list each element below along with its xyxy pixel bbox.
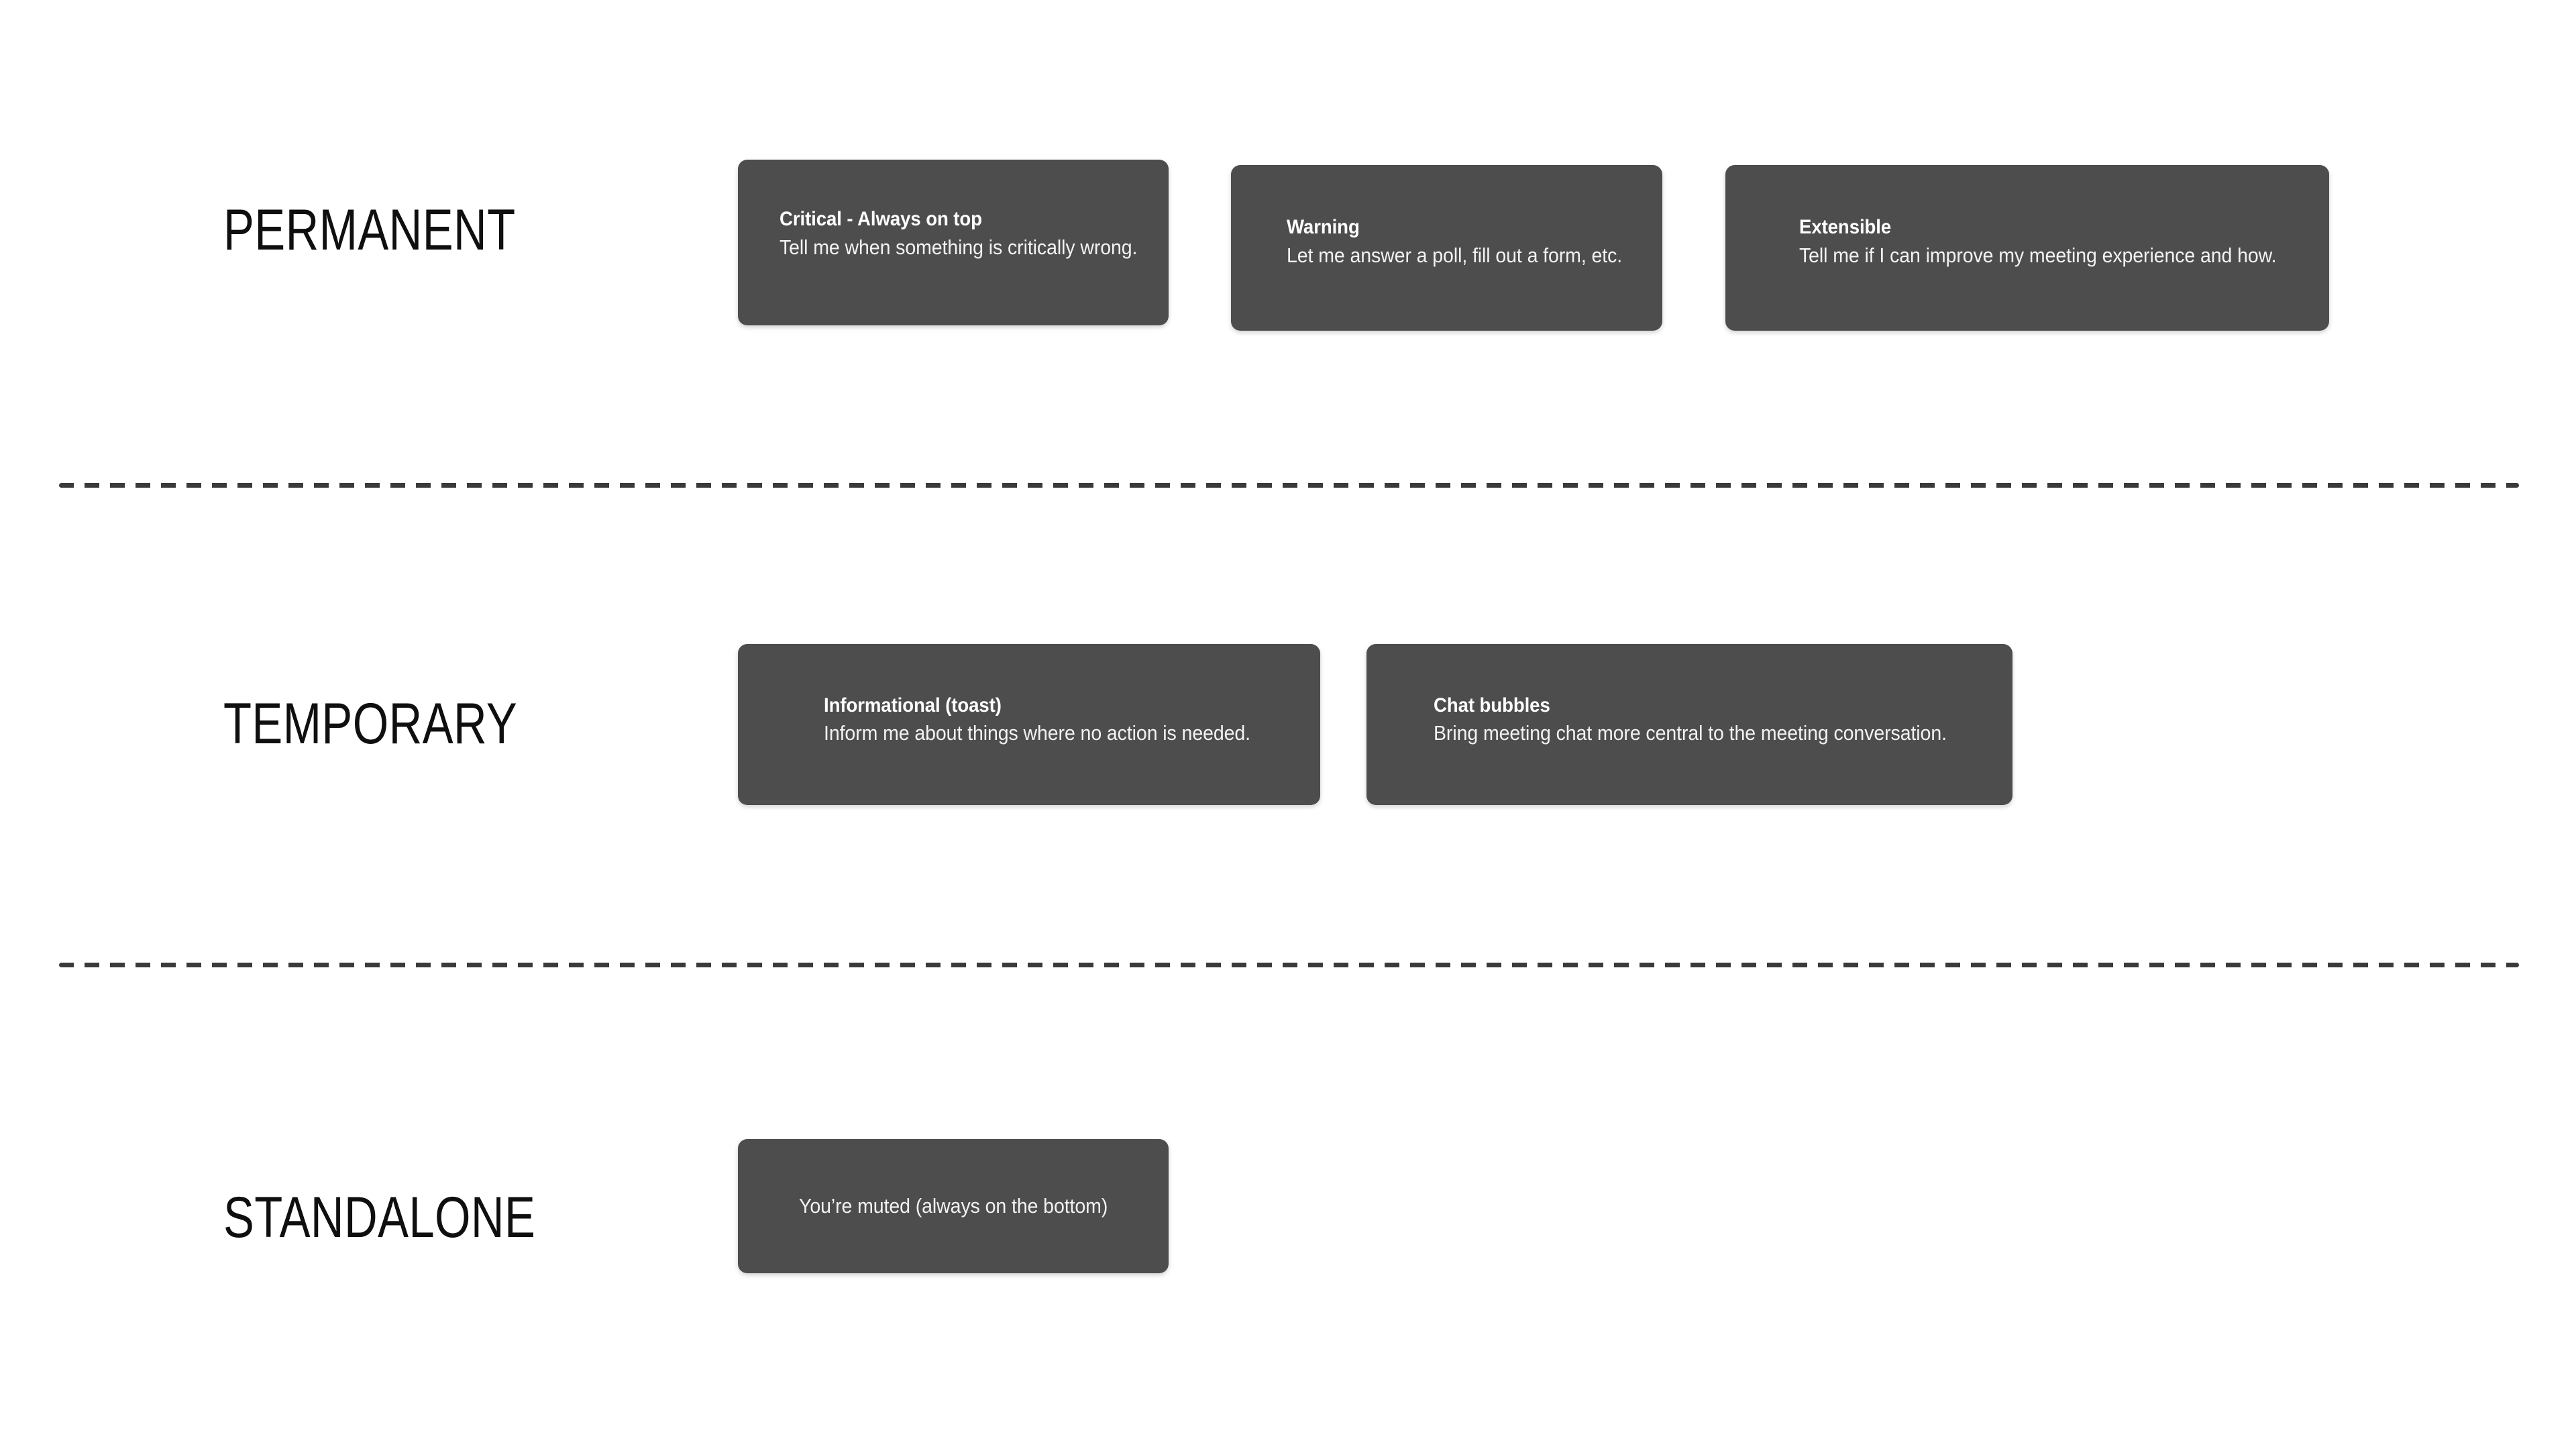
card-title: Informational (toast)	[824, 694, 1002, 716]
card-title: Chat bubbles	[1434, 694, 1550, 716]
card-warning[interactable]: Warning Let me answer a poll, fill out a…	[1231, 165, 1662, 331]
card-body: Critical - Always on top Tell me when so…	[738, 209, 1169, 259]
section-label-permanent: PERMANENT	[223, 198, 516, 262]
card-description: You’re muted (always on the bottom)	[798, 1193, 1108, 1218]
section-row-temporary: Informational (toast) Inform me about th…	[0, 644, 2576, 806]
card-body: Warning Let me answer a poll, fill out a…	[1231, 217, 1662, 267]
card-body: Informational (toast) Inform me about th…	[738, 695, 1320, 745]
section-label-standalone: STANDALONE	[223, 1185, 536, 1250]
section-label-temporary: TEMPORARY	[223, 692, 518, 756]
card-description: Inform me about things where no action i…	[824, 721, 1251, 745]
card-description: Tell me when something is critically wro…	[780, 235, 1138, 259]
section-divider-permanent-temporary	[59, 483, 2519, 488]
card-chat-bubbles[interactable]: Chat bubbles Bring meeting chat more cen…	[1366, 644, 2012, 805]
card-critical-always-on-top[interactable]: Critical - Always on top Tell me when so…	[738, 160, 1169, 325]
card-informational-toast[interactable]: Informational (toast) Inform me about th…	[738, 644, 1320, 805]
card-title: Critical - Always on top	[780, 208, 982, 231]
card-description: Tell me if I can improve my meeting expe…	[1799, 243, 2277, 267]
card-body: Extensible Tell me if I can improve my m…	[1725, 217, 2329, 267]
section-row-permanent: Critical - Always on top Tell me when so…	[0, 160, 2576, 331]
card-title: Extensible	[1799, 216, 1892, 239]
card-title: Warning	[1287, 216, 1360, 239]
card-youre-muted[interactable]: You’re muted (always on the bottom)	[738, 1139, 1169, 1273]
card-body: Chat bubbles Bring meeting chat more cen…	[1366, 695, 2012, 745]
section-divider-temporary-standalone	[59, 963, 2519, 967]
card-description: Let me answer a poll, fill out a form, e…	[1287, 243, 1623, 267]
card-description: Bring meeting chat more central to the m…	[1434, 721, 1947, 745]
section-row-standalone: You’re muted (always on the bottom)	[0, 1139, 2576, 1275]
card-extensible[interactable]: Extensible Tell me if I can improve my m…	[1725, 165, 2329, 331]
